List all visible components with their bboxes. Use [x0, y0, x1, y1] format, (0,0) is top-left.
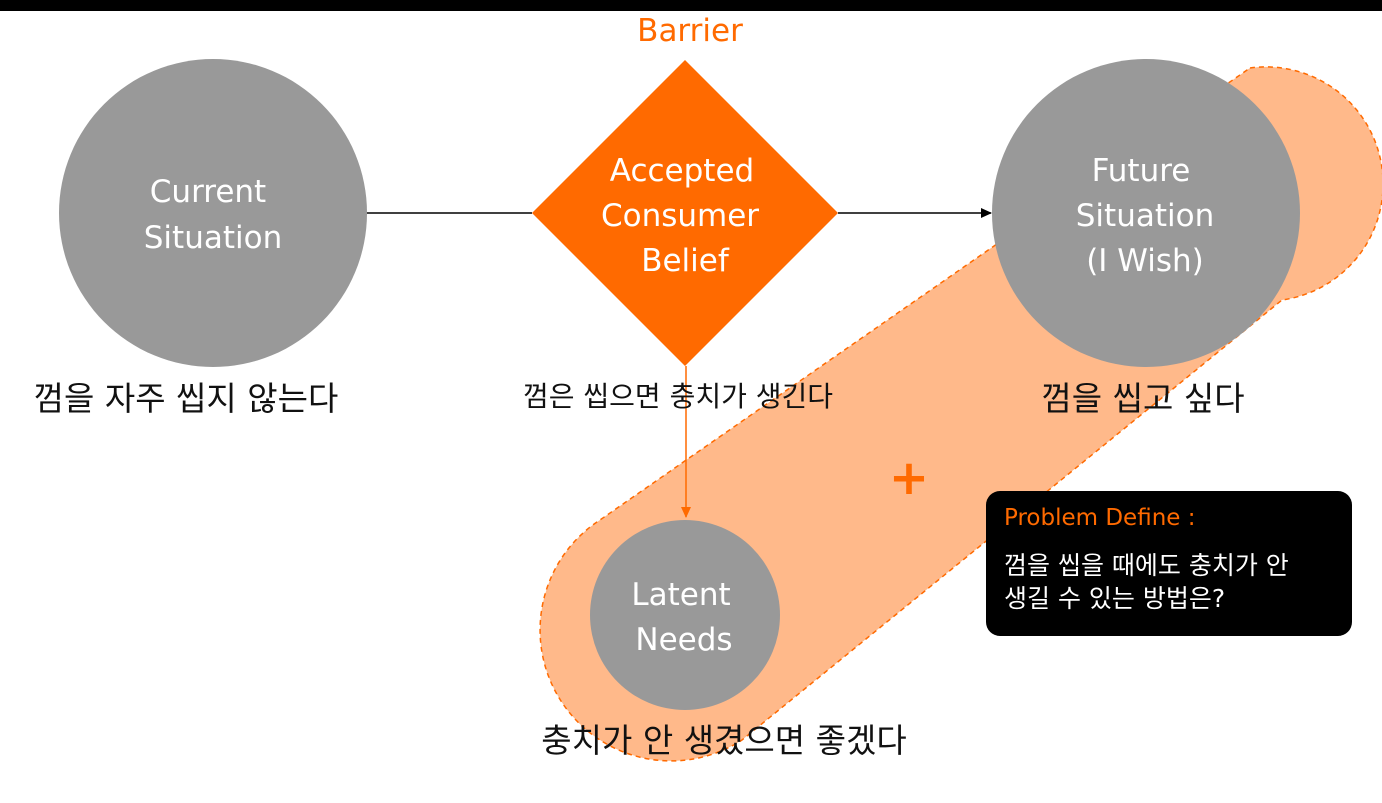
problem-line-1: 껌을 씹을 때에도 충치가 안 — [1004, 551, 1289, 580]
barrier-label: Barrier — [637, 13, 743, 49]
future-line-3: (I Wish) — [1086, 243, 1204, 279]
current-caption: 껌을 자주 씹지 않는다 — [34, 379, 339, 418]
barrier-line-1: Accepted — [610, 153, 754, 189]
barrier-diamond-node: Accepted Consumer Belief — [532, 60, 838, 366]
future-caption: 껌을 씹고 싶다 — [1041, 379, 1244, 418]
problem-define-title: Problem Define : — [1004, 505, 1196, 531]
current-situation-node: Current Situation — [59, 59, 367, 367]
latent-caption: 충치가 안 생겼으면 좋겠다 — [541, 721, 906, 760]
latent-line-1: Latent — [631, 577, 730, 613]
future-line-1: Future — [1092, 153, 1191, 189]
future-situation-node: Future Situation (I Wish) — [992, 59, 1300, 367]
plus-symbol: + — [889, 450, 929, 506]
problem-line-2: 생길 수 있는 방법은? — [1004, 584, 1226, 613]
problem-define-box: Problem Define : 껌을 씹을 때에도 충치가 안 생길 수 있는… — [986, 491, 1352, 636]
problem-define-text: 껌을 씹을 때에도 충치가 안 생길 수 있는 방법은? — [1004, 549, 1334, 615]
current-line-1: Current — [150, 174, 266, 210]
barrier-line-3: Belief — [641, 243, 730, 279]
future-line-2: Situation — [1076, 198, 1214, 234]
top-bar — [0, 0, 1382, 11]
current-line-2: Situation — [144, 220, 282, 256]
latent-line-2: Needs — [635, 622, 732, 658]
barrier-caption: 껌은 씹으면 충치가 생긴다 — [523, 380, 833, 413]
latent-needs-node: Latent Needs — [590, 520, 780, 710]
barrier-line-2: Consumer — [601, 198, 759, 234]
